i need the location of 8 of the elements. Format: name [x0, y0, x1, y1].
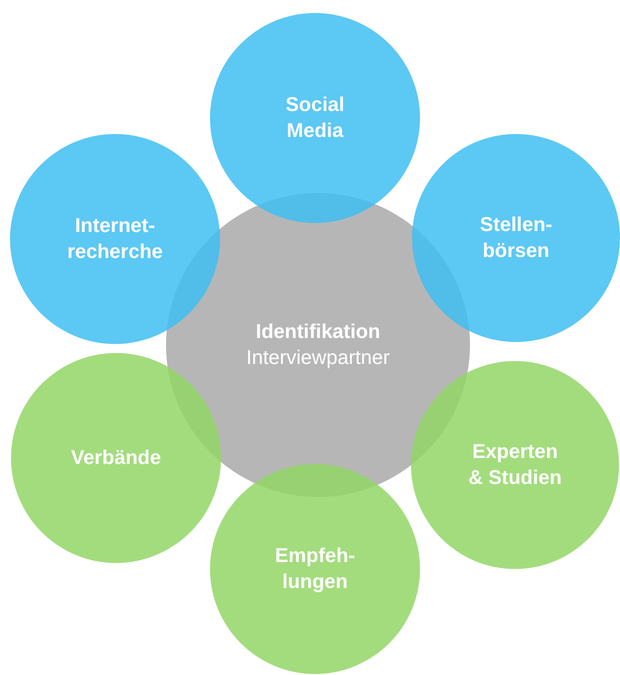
circle-label: Internet-recherche	[66, 214, 164, 265]
circle-label: Social Media	[284, 93, 346, 144]
circle-label: Empfeh-lungen	[274, 544, 356, 595]
circle-subtitle: Interviewpartner	[245, 346, 391, 371]
circle-label: Stellen-börsen	[478, 213, 554, 264]
circle-title: Identifikation	[254, 320, 382, 345]
circle-label: Experten & Studien	[467, 440, 563, 491]
circle-label: Verbände	[70, 446, 162, 471]
